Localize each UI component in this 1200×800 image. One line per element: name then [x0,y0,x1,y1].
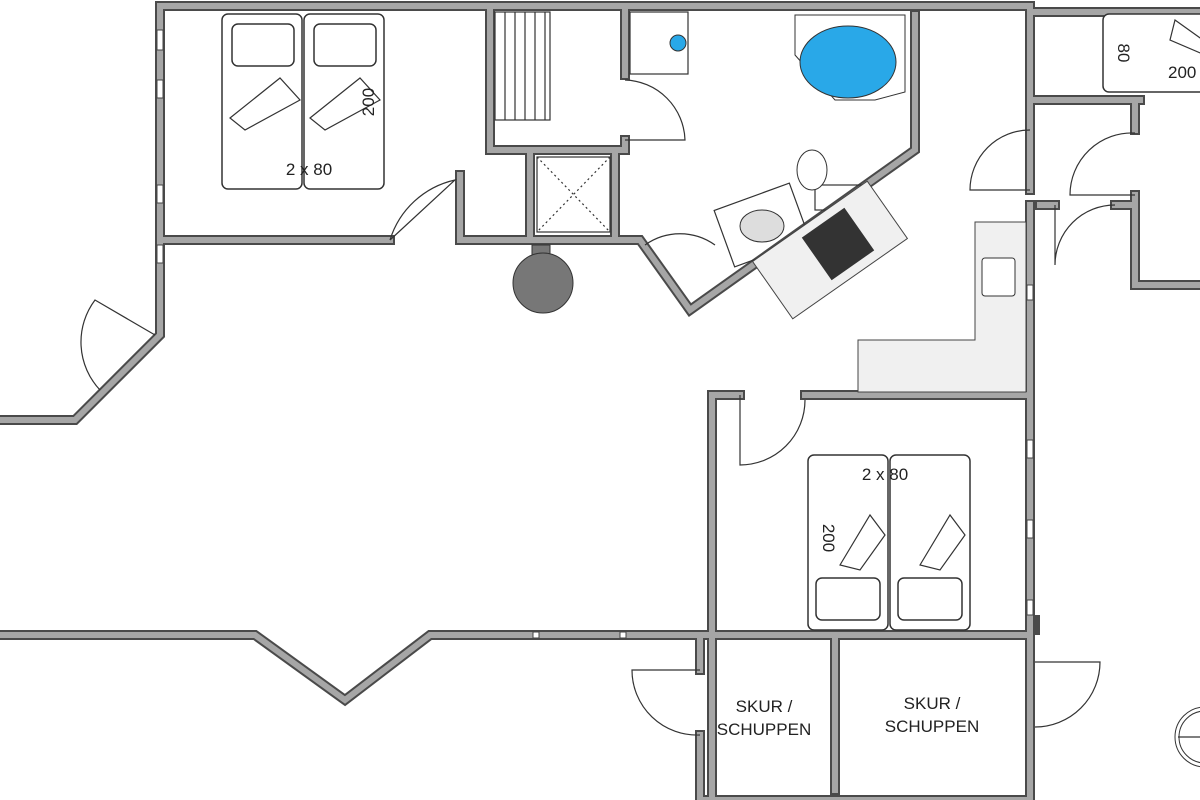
outdoor-round-object [1174,706,1200,768]
staircase [494,11,551,121]
bed-2-size-label: 2 x 80 [862,465,908,484]
doors [80,79,1136,736]
washing-machine [629,11,689,75]
double-bed-2: 2 x 80 200 [807,454,971,631]
wood-stove [512,244,574,314]
cooktop [801,207,875,281]
windows [156,29,1034,639]
shed-1-label-line2: SCHUPPEN [717,720,811,739]
shed-2-label-line2: SCHUPPEN [885,717,979,736]
single-bed-3: 80 200 [1102,13,1200,93]
bed-3-length-label: 200 [1168,63,1196,82]
bed-1-size-label: 2 x 80 [286,160,332,179]
bed-3-width-label: 80 [1114,44,1133,63]
bathtub [794,14,906,101]
kitchen-counter [751,180,1027,393]
shed-1-label-line1: SKUR / [736,697,793,716]
bed-2-length-label: 200 [819,524,838,552]
shower [536,156,611,233]
double-bed-1: 2 x 80 200 [221,13,385,190]
bed-1-length-label: 200 [359,88,378,116]
shed-2-label-line1: SKUR / [904,694,961,713]
